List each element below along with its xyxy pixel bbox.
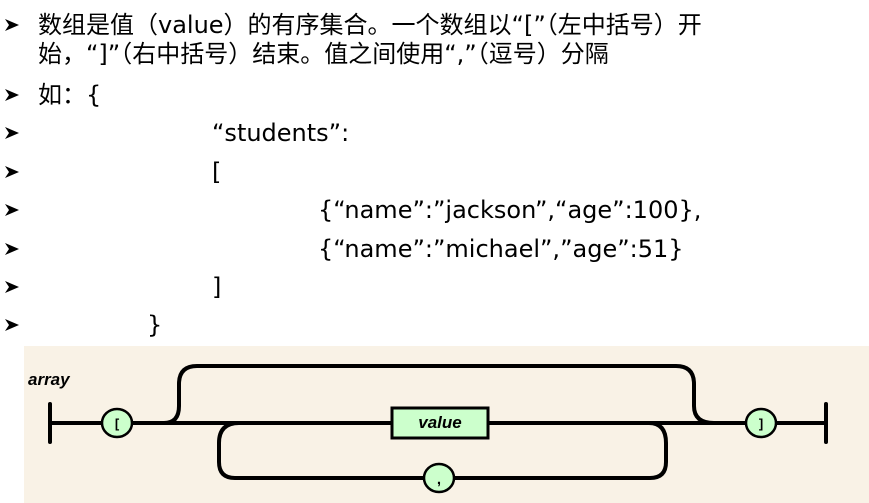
arrowhead-bullet-icon — [5, 243, 19, 255]
arrowhead-bullet-icon — [5, 89, 19, 101]
arrowhead-bullet-icon — [5, 319, 19, 331]
comma-loop-left — [217, 421, 426, 480]
bullet-line-4: [ — [0, 153, 869, 191]
example-array-open: [ — [212, 158, 222, 186]
arrowhead-bullet-icon — [5, 166, 19, 178]
value-label: value — [418, 413, 461, 432]
intro-text-line-1: 数组是值（value）的有序集合。一个数组以“[”（左中括号）开 — [38, 11, 702, 39]
bullet-line-8: } — [0, 306, 869, 344]
comma-label: , — [437, 471, 441, 488]
bullet-line-7: ] — [0, 268, 869, 306]
example-open-brace: 如：{ — [38, 81, 102, 109]
comma-node — [422, 462, 456, 494]
comma-loop-right — [452, 421, 668, 480]
open-bracket-node — [100, 407, 134, 439]
empty-array-path — [162, 364, 716, 425]
arrowhead-bullet-icon — [5, 127, 19, 139]
bullet-line-6: {“name”:”michael”,”age”:51} — [0, 230, 869, 268]
bullet-line-5: {“name”:”jackson”,“age”:100}, — [0, 191, 869, 229]
open-bracket-label: [ — [115, 416, 120, 431]
array-railroad-svg: array [ value , ] — [28, 364, 828, 494]
bullet-line-1: 数组是值（value）的有序集合。一个数组以“[”（左中括号）开 — [0, 6, 869, 44]
close-bracket-node — [744, 407, 778, 439]
continuation-line: 始，“]”（右中括号）结束。值之间使用“,”（逗号）分隔 — [0, 35, 869, 73]
close-bracket-label: ] — [759, 416, 763, 431]
arrowhead-bullet-icon — [5, 204, 19, 216]
bullet-line-3: “students”: — [0, 114, 869, 152]
diagram-title: array — [28, 370, 71, 389]
arrowhead-bullet-icon — [5, 281, 19, 293]
example-object-1: {“name”:”jackson”,“age”:100}, — [318, 196, 702, 224]
example-close-brace: } — [147, 311, 163, 339]
example-object-2: {“name”:”michael”,”age”:51} — [318, 235, 684, 263]
bullet-line-2: 如：{ — [0, 76, 869, 114]
arrowhead-bullet-icon — [5, 19, 19, 31]
array-syntax-diagram: array [ value , ] — [24, 346, 869, 503]
example-array-close: ] — [212, 273, 222, 301]
intro-text-line-2: 始，“]”（右中括号）结束。值之间使用“,”（逗号）分隔 — [38, 40, 609, 68]
value-node — [390, 406, 490, 440]
example-key-students: “students”: — [212, 119, 350, 147]
